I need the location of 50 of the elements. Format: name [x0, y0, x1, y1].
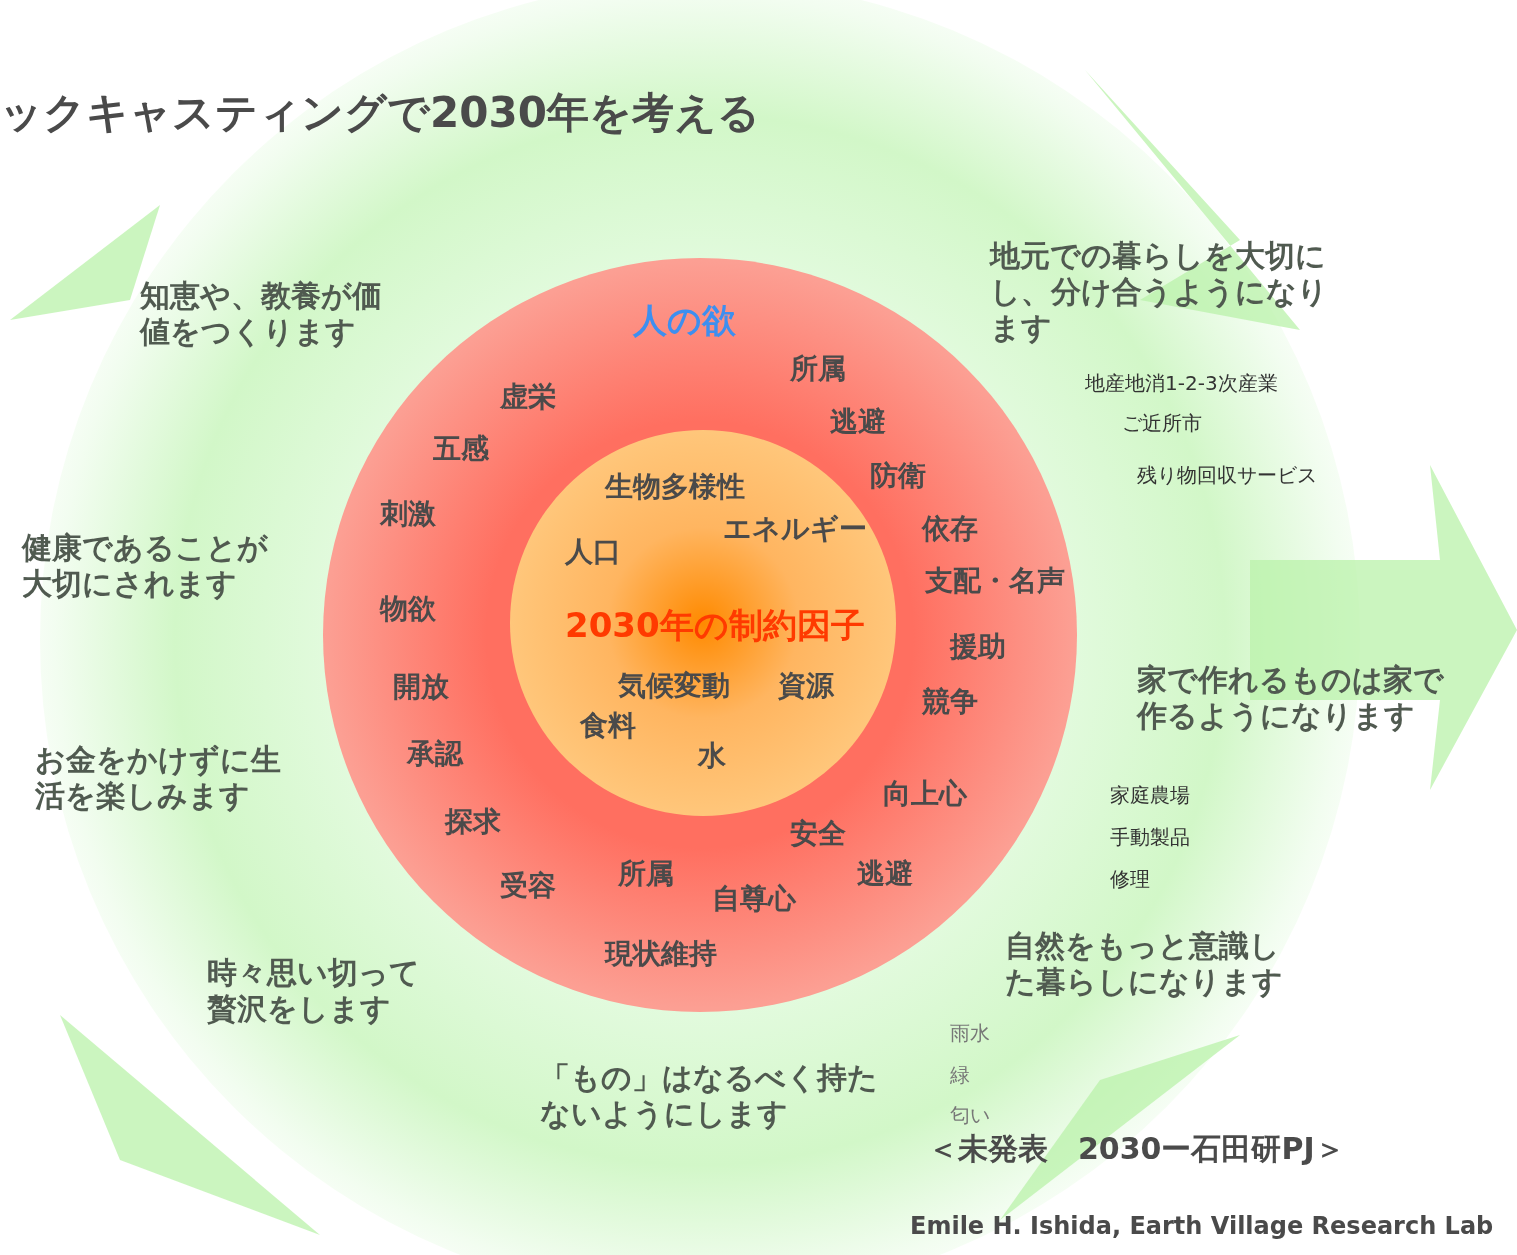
circle-word: 水 — [698, 742, 726, 770]
circle-word: 支配・名声 — [925, 567, 1065, 595]
example-text: 家庭農場 — [1110, 782, 1190, 809]
example-text: 緑 — [950, 1062, 970, 1089]
circle-word: 防衛 — [870, 462, 926, 490]
circle-word: 承認 — [407, 740, 463, 768]
circle-word: 競争 — [922, 688, 978, 716]
statement-text: 「もの」はなるべく持たないようにします — [540, 1060, 879, 1132]
circle-word: 安全 — [790, 820, 846, 848]
statement-text: 自然をもっと意識した暮らしになります — [1005, 928, 1284, 1000]
circle-word: 逃避 — [830, 408, 886, 436]
title: ックキャスティングで2030年を考える — [0, 92, 760, 134]
example-text: 残り物回収サービス — [1137, 462, 1317, 489]
example-text: ご近所市 — [1122, 410, 1202, 437]
circle-word: 気候変動 — [618, 672, 730, 700]
circle-word: 依存 — [922, 515, 978, 543]
statement-text: 健康であることが大切にされます — [22, 530, 269, 602]
circle-word: 逃避 — [857, 860, 913, 888]
circle-heading: 人の欲 — [633, 303, 736, 337]
example-text: 雨水 — [950, 1020, 990, 1047]
credit-text: ＜未発表 2030ー石田研PJ＞ — [928, 1130, 1345, 1168]
circle-word: 虚栄 — [500, 383, 556, 411]
statement-text: 家で作れるものは家で作るようになります — [1137, 662, 1445, 734]
circle-word: 所属 — [618, 860, 674, 888]
example-text: 地産地消1-2-3次産業 — [1085, 370, 1278, 397]
circle-word: 援助 — [950, 633, 1006, 661]
circle-word: 食料 — [580, 712, 636, 740]
statement-text: 時々思い切って贅沢をします — [207, 955, 421, 1027]
circle-word: 資源 — [778, 672, 834, 700]
circle-word: 人口 — [565, 538, 621, 566]
circle-word: 自尊心 — [712, 885, 796, 913]
circle-word: 生物多様性 — [605, 473, 745, 501]
circle-word: 向上心 — [883, 780, 967, 808]
example-text: 匂い — [950, 1102, 990, 1129]
circle-heading: 2030年の制約因子 — [565, 608, 865, 642]
circle-word: 開放 — [393, 673, 449, 701]
credit-text: Emile H. Ishida, Earth Village Research Lab — [910, 1211, 1494, 1242]
circle-word: 刺激 — [380, 500, 436, 528]
circle-word: 受容 — [500, 872, 556, 900]
circle-word: 五感 — [433, 435, 489, 463]
statement-text: 知恵や、教養が価値をつくります — [140, 278, 383, 350]
statement-text: お金をかけずに生活を楽しみます — [35, 742, 282, 814]
example-text: 修理 — [1110, 866, 1150, 893]
circle-word: 探求 — [445, 808, 501, 836]
circle-word: エネルギー — [723, 515, 867, 543]
example-text: 手動製品 — [1110, 824, 1190, 851]
statement-text: 地元での暮らしを大切にし、分け合うようになります — [990, 238, 1329, 346]
circle-word: 現状維持 — [605, 940, 717, 968]
circle-word: 物欲 — [380, 595, 436, 623]
circle-word: 所属 — [790, 355, 846, 383]
